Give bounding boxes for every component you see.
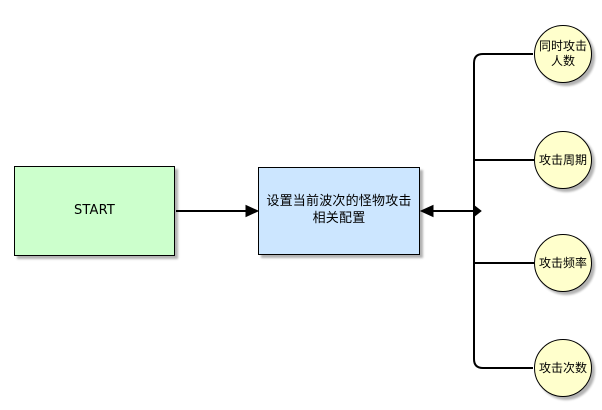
node-attr-attack-count[interactable]: 攻击次数 — [534, 339, 592, 397]
node-start[interactable]: START — [14, 166, 175, 256]
node-attr-label: 攻击周期 — [538, 152, 587, 167]
node-attr-label: 攻击次数 — [538, 360, 587, 375]
node-config-label: 设置当前波次的怪物攻击相关配置 — [266, 194, 412, 226]
arrowhead-right-icon — [245, 204, 260, 218]
node-attr-simultaneous-attackers[interactable]: 同时攻击人数 — [534, 25, 592, 83]
node-attr-attack-frequency[interactable]: 攻击频率 — [534, 234, 592, 292]
edge-attrs-trunk — [473, 53, 533, 369]
node-config[interactable]: 设置当前波次的怪物攻击相关配置 — [258, 167, 420, 255]
node-attr-label: 同时攻击人数 — [538, 39, 587, 68]
arrowhead-left-icon — [419, 204, 434, 218]
node-attr-attack-cycle[interactable]: 攻击周期 — [534, 131, 592, 189]
node-attr-label: 攻击频率 — [538, 255, 587, 270]
junction-nub-icon — [473, 204, 482, 218]
node-start-label: START — [73, 202, 116, 218]
